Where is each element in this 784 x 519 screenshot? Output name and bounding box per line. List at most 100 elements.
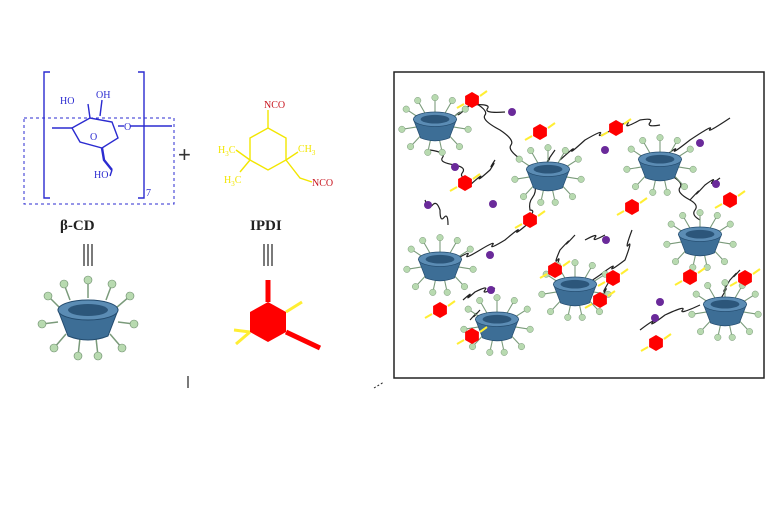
- hex-stub-b-6: [714, 203, 723, 209]
- hex-stub-b-13: [729, 281, 738, 287]
- hex-stub-b-2: [449, 186, 458, 192]
- ipdi-nco-right: NCO: [312, 178, 333, 189]
- linker-chain-10: [462, 287, 496, 301]
- hex-stub-b-12: [640, 346, 649, 352]
- ipdi-h3c-upper: H3C: [218, 145, 236, 158]
- end-cap-5: [486, 251, 494, 259]
- network-ipdi-13: [738, 270, 752, 286]
- ipdi-ch3-right: CH3: [298, 144, 316, 157]
- linker-chain-13: [719, 269, 741, 301]
- network-ipdi-9: [433, 302, 447, 318]
- right-bracket: [138, 71, 145, 199]
- equiv-ipdi: [263, 244, 273, 266]
- linker-chain-18: [689, 177, 721, 201]
- hex-stub-b-0: [456, 103, 465, 109]
- end-cap-7: [424, 201, 432, 209]
- network-ipdi-8: [606, 270, 620, 286]
- hex-stub-a-8: [620, 268, 629, 275]
- hex-stub-b-14: [584, 303, 593, 309]
- network-cd-6: [663, 209, 737, 271]
- ipdi-ring: [249, 127, 287, 171]
- network-ipdi-12: [649, 335, 663, 351]
- hex-stub-a-11: [479, 326, 488, 333]
- hex-stub-a-14: [607, 290, 616, 297]
- network-ipdi-6: [723, 192, 737, 208]
- bond-ho: [87, 103, 91, 119]
- dash-mark: [373, 381, 385, 389]
- hex-stub-a-13: [752, 268, 761, 275]
- ipdi-bond-h3c-1: [235, 149, 251, 161]
- hex-stub-b-11: [456, 339, 465, 345]
- network-ipdi-11: [465, 328, 479, 344]
- end-cap-11: [451, 163, 459, 171]
- network-cd-1: [511, 144, 585, 206]
- hex-stub-a-2: [472, 173, 481, 180]
- network-contents: [398, 90, 762, 356]
- end-cap-9: [487, 286, 495, 294]
- network-ipdi-3: [523, 212, 537, 228]
- hex-stub-a-5: [623, 118, 632, 125]
- hex-stub-b-4: [616, 210, 625, 216]
- linker-chain-4: [659, 117, 731, 161]
- hex-stub-a-9: [447, 300, 456, 307]
- linker-chain-17: [554, 234, 576, 271]
- end-cap-8: [651, 314, 659, 322]
- network-cd-2: [623, 134, 697, 196]
- hex-stub-a-1: [547, 122, 556, 129]
- oh-top-label: OH: [96, 90, 110, 101]
- o-right-label: O: [124, 122, 131, 133]
- hex-stub-b-9: [424, 313, 433, 319]
- hex-stub-b-8: [597, 281, 606, 287]
- ho-bottom-label: HO: [94, 170, 108, 181]
- network-ipdi-0: [465, 92, 479, 108]
- hex-stub-a-12: [663, 333, 672, 340]
- ipdi-name: IPDI: [250, 218, 282, 234]
- network-ipdi-1: [533, 124, 547, 140]
- ipdi-bond-h3c-2: [239, 159, 251, 173]
- hex-stub-b-3: [514, 223, 523, 229]
- network-ipdi-10: [548, 262, 562, 278]
- end-cap-10: [656, 298, 664, 306]
- cyclodextrin-cone-icon: [37, 275, 139, 361]
- ipdi-structure: [235, 110, 313, 183]
- o-ring-label: O: [90, 132, 97, 143]
- linker-chain-15: [469, 159, 496, 186]
- network-cd-0: [398, 94, 472, 156]
- dashed-box: [23, 117, 175, 205]
- network-ipdi-7: [683, 269, 697, 285]
- network-ipdi-2: [458, 175, 472, 191]
- ring-wedge: [100, 147, 113, 171]
- repeat-subscript: 7: [146, 188, 151, 199]
- hex-stub-b-1: [524, 135, 533, 141]
- network-ipdi-5: [609, 120, 623, 136]
- hex-stub-b-7: [674, 280, 683, 286]
- end-cap-1: [601, 146, 609, 154]
- hex-stub-b-5: [600, 131, 609, 137]
- network-cd-3: [403, 234, 477, 296]
- hex-stub-a-4: [639, 197, 648, 204]
- linker-chain-1: [469, 99, 523, 161]
- ipdi-hexagon-icon: [233, 280, 322, 351]
- linker-chain-6: [454, 221, 531, 261]
- network-cd-5: [460, 294, 534, 356]
- crosslinked-network-panel: [393, 71, 765, 379]
- hex-stub-a-10: [562, 260, 571, 267]
- bond-oh: [99, 99, 103, 117]
- ipdi-bond-ch2nco: [285, 159, 313, 183]
- linker-chain-20: [584, 234, 606, 241]
- network-ipdi-14: [593, 292, 607, 308]
- ipdi-bond-ch3: [285, 151, 299, 161]
- network-cd-4: [538, 259, 612, 321]
- hex-stub-a-0: [479, 90, 488, 97]
- end-cap-4: [602, 236, 610, 244]
- end-cap-3: [489, 200, 497, 208]
- hex-stub-b-10: [539, 273, 548, 279]
- network-ipdi-4: [625, 199, 639, 215]
- ho-left-label: HO: [60, 96, 74, 107]
- ipdi-nco-top: NCO: [264, 100, 285, 111]
- end-cap-2: [696, 139, 704, 147]
- hex-stub-a-7: [697, 267, 706, 274]
- bond-ch2oh: [109, 169, 113, 177]
- beta-cd-name: β-CD: [60, 218, 95, 234]
